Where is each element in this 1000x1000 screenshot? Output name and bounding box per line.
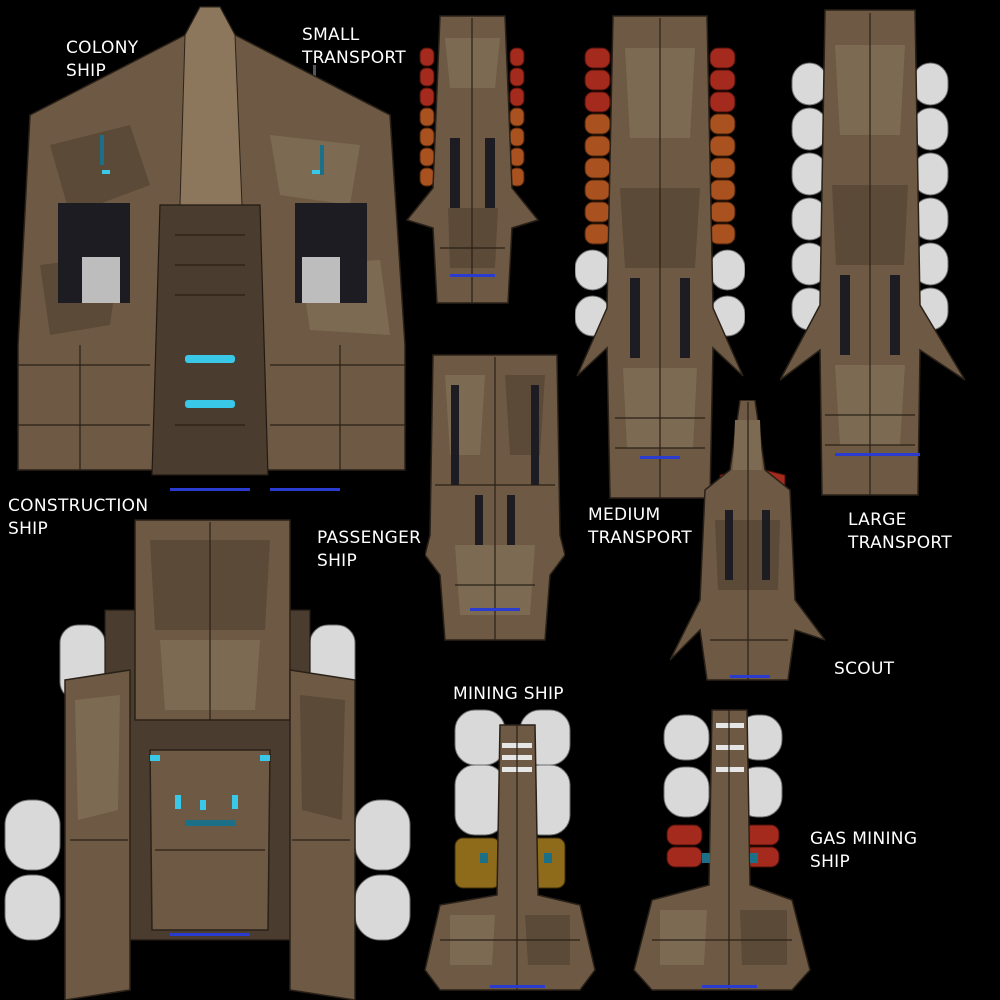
large-transport-label: LARGE TRANSPORT [848, 510, 952, 553]
construction-ship-label: CONSTRUCTION SHIP [8, 496, 149, 539]
scout-sprite[interactable] [670, 400, 825, 685]
gas-mining-ship-sprite[interactable] [632, 705, 812, 995]
scout-label: SCOUT [834, 659, 895, 679]
colony-ship-label: COLONY SHIP [66, 38, 139, 81]
small-transport-sprite[interactable] [400, 8, 545, 313]
gas-mining-ship-label: GAS MINING SHIP [810, 829, 918, 872]
medium-transport-sprite[interactable] [575, 8, 745, 503]
medium-transport-label: MEDIUM TRANSPORT [588, 505, 692, 548]
passenger-ship-label: PASSENGER SHIP [317, 528, 422, 571]
construction-ship-sprite[interactable] [0, 510, 415, 1000]
large-transport-sprite[interactable] [780, 5, 970, 500]
small-transport-label: SMALL TRANSPORT [302, 25, 406, 68]
mining-ship-sprite[interactable] [420, 705, 600, 995]
passenger-ship-sprite[interactable] [425, 345, 565, 645]
colony-ship-sprite[interactable] [10, 5, 410, 495]
mining-ship-label: MINING SHIP [453, 684, 564, 704]
